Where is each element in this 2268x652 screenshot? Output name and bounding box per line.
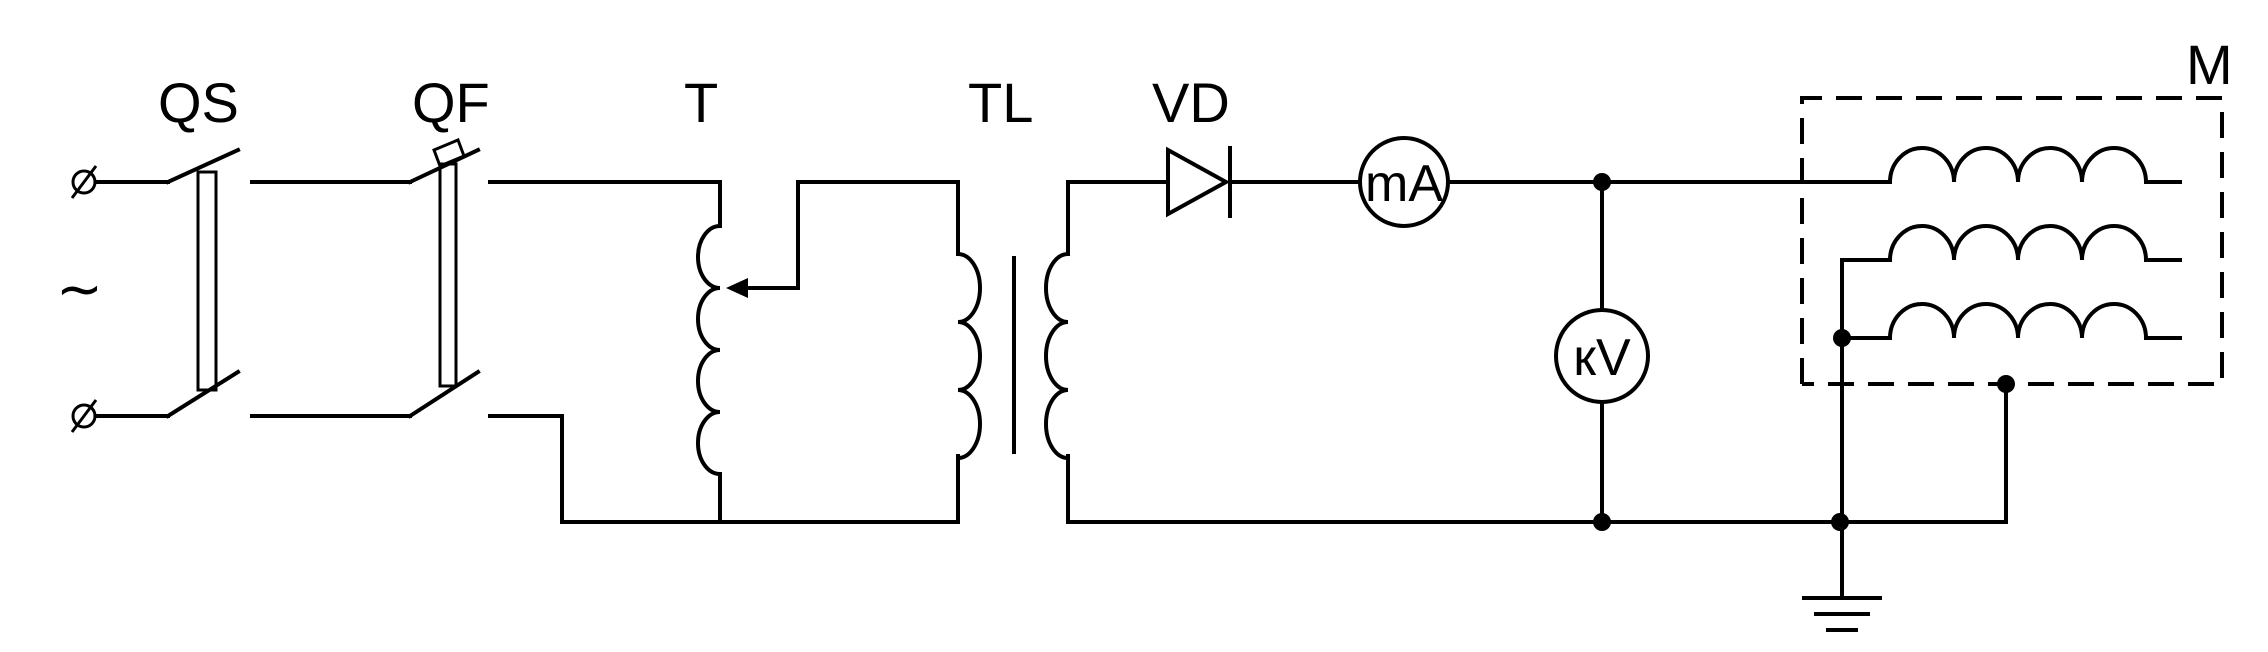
ground-icon xyxy=(1802,520,1882,632)
tl-secondary-coil xyxy=(1044,252,1069,460)
wire-tl-vd xyxy=(1066,180,1170,256)
wire-qf-t-top xyxy=(488,180,722,228)
ac-symbol: ~ xyxy=(56,257,103,322)
tl-primary-coil xyxy=(957,252,982,460)
junction-dot xyxy=(1833,329,1851,347)
label-t: T xyxy=(684,71,718,134)
switch-qs xyxy=(165,147,241,419)
wire-return xyxy=(1066,454,1604,524)
wire-winding-2-ground xyxy=(1840,258,1892,524)
source-terminal-bottom xyxy=(70,399,98,433)
label-qs: QS xyxy=(158,71,239,134)
label-tl: TL xyxy=(968,71,1033,134)
source-terminal-top xyxy=(70,165,98,199)
wire-t-tl-bottom xyxy=(718,454,960,524)
wire-t-tl-top xyxy=(796,180,960,256)
ammeter-label: mA xyxy=(1365,155,1443,213)
motor-enclosure xyxy=(1800,96,2224,386)
breaker-qf xyxy=(407,138,481,419)
junction-dot xyxy=(1997,375,2015,393)
label-m: M xyxy=(2186,33,2233,96)
wire-motor-frame xyxy=(1840,382,2008,524)
motor-winding-3 xyxy=(1888,302,2182,340)
motor-winding-1 xyxy=(1888,146,2182,184)
wiper-arrow-icon xyxy=(726,278,748,298)
label-vd: VD xyxy=(1152,71,1230,134)
voltmeter-label: кV xyxy=(1573,329,1631,387)
diode-vd xyxy=(1166,146,1232,218)
motor-winding-2 xyxy=(1888,224,2182,262)
autotransformer-wiper xyxy=(740,180,800,290)
label-qf: QF xyxy=(412,71,490,134)
autotransformer-coil xyxy=(696,224,722,522)
junction-dot xyxy=(1593,173,1611,191)
wire-qf-t-bottom xyxy=(488,414,722,524)
